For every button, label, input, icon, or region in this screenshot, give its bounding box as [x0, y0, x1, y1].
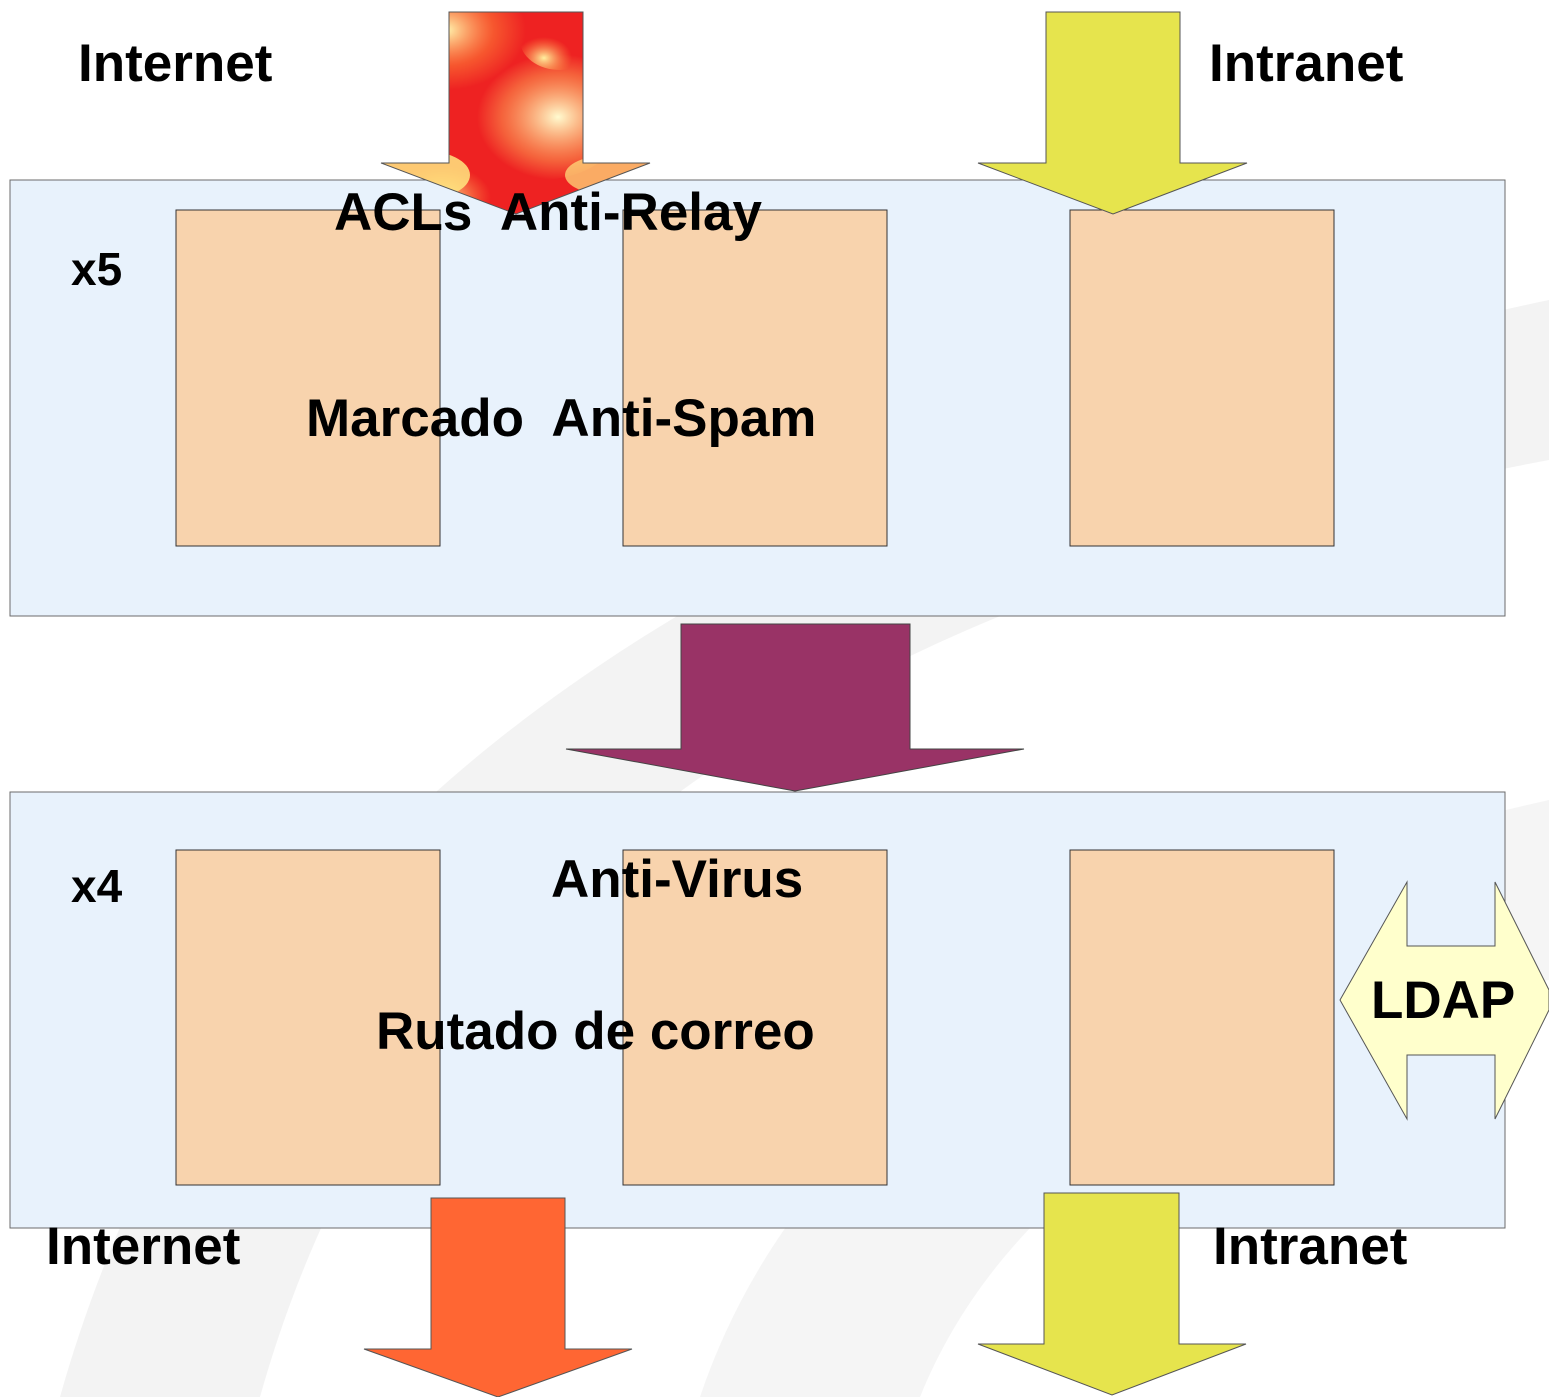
ldap-double-arrow [1339, 880, 1549, 1121]
tier2-function-antivirus: Anti-Virus [551, 850, 804, 909]
tier1-function-marcado-antispam: Marcado Anti-Spam [306, 389, 817, 448]
tier2-server-1 [175, 849, 441, 1186]
top-internet-label: Internet [78, 34, 273, 93]
top-intranet-label: Intranet [1209, 34, 1404, 93]
bottom-internet-label: Internet [46, 1217, 241, 1276]
bottom-intranet-label: Intranet [1213, 1217, 1408, 1276]
intranet-outbound-arrow [977, 1192, 1247, 1396]
tier1-function-acls-antirelay: ACLs Anti-Relay [334, 183, 762, 242]
tier1-multiplier: x5 [71, 243, 123, 295]
tier1-server-3 [1069, 209, 1335, 547]
tier-link-arrow [565, 623, 1025, 792]
intranet-inbound-arrow [977, 11, 1248, 215]
ldap-label: LDAP [1371, 971, 1516, 1030]
tier2-server-3 [1069, 849, 1335, 1186]
tier2-server-2 [622, 849, 888, 1186]
tier2-multiplier: x4 [71, 860, 123, 912]
tier1-server-1 [175, 209, 441, 547]
tier1-server-2 [622, 209, 888, 547]
internet-outbound-arrow [363, 1197, 633, 1397]
tier2-function-rutado: Rutado de correo [376, 1002, 815, 1061]
